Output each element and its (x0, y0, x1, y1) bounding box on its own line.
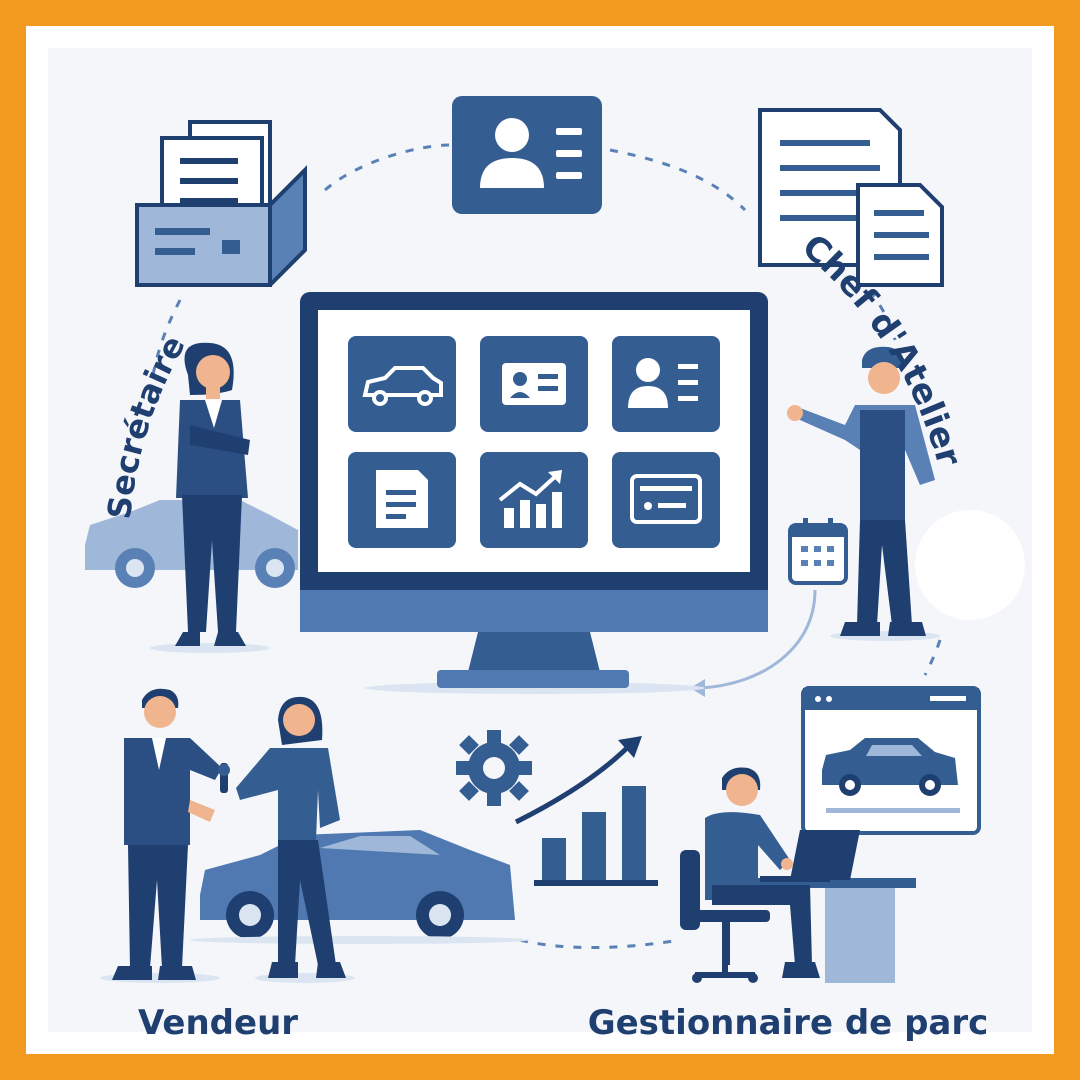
gestionnaire-desk (750, 830, 916, 983)
growth-chart-icon (514, 736, 658, 886)
card-icon (630, 474, 702, 524)
car-icon (362, 366, 443, 397)
vendeur-salesman-figure (100, 688, 222, 983)
gear-icon (456, 730, 532, 806)
role-label-gestionnaire: Gestionnaire de parc (588, 1003, 989, 1043)
chef-atelier-figure (787, 346, 940, 641)
monitor-tile-document[interactable] (348, 452, 456, 548)
office-chair (680, 850, 770, 983)
monitor-tile-car[interactable] (348, 336, 456, 432)
document-icon (376, 470, 428, 528)
bar-chart-icon (498, 470, 562, 528)
monitor-tile-contact[interactable] (612, 336, 720, 432)
monitor-tile-id-card[interactable] (480, 336, 588, 432)
gestionnaire-figure (705, 767, 820, 978)
dashed-cycle-connector (148, 143, 942, 949)
monitor-tile-card[interactable] (612, 452, 720, 548)
calendar-icon (788, 518, 848, 585)
monitor (300, 292, 768, 694)
vendeur-customer-figure (236, 696, 355, 983)
browser-car-icon (801, 686, 981, 835)
monitor-tile-chart[interactable] (480, 452, 588, 548)
car-key-icon (218, 763, 230, 793)
role-label-vendeur: Vendeur (138, 1003, 298, 1043)
contact-card-icon (628, 358, 698, 408)
file-box-icon (135, 120, 307, 287)
calendar-flow-arrow (699, 589, 817, 690)
secretaire-figure (150, 342, 270, 653)
documents-icon (758, 108, 944, 287)
id-card-icon (502, 363, 566, 405)
contact-card-icon (452, 96, 602, 214)
label-bubble (915, 510, 1025, 620)
vendeur-car (190, 830, 530, 944)
